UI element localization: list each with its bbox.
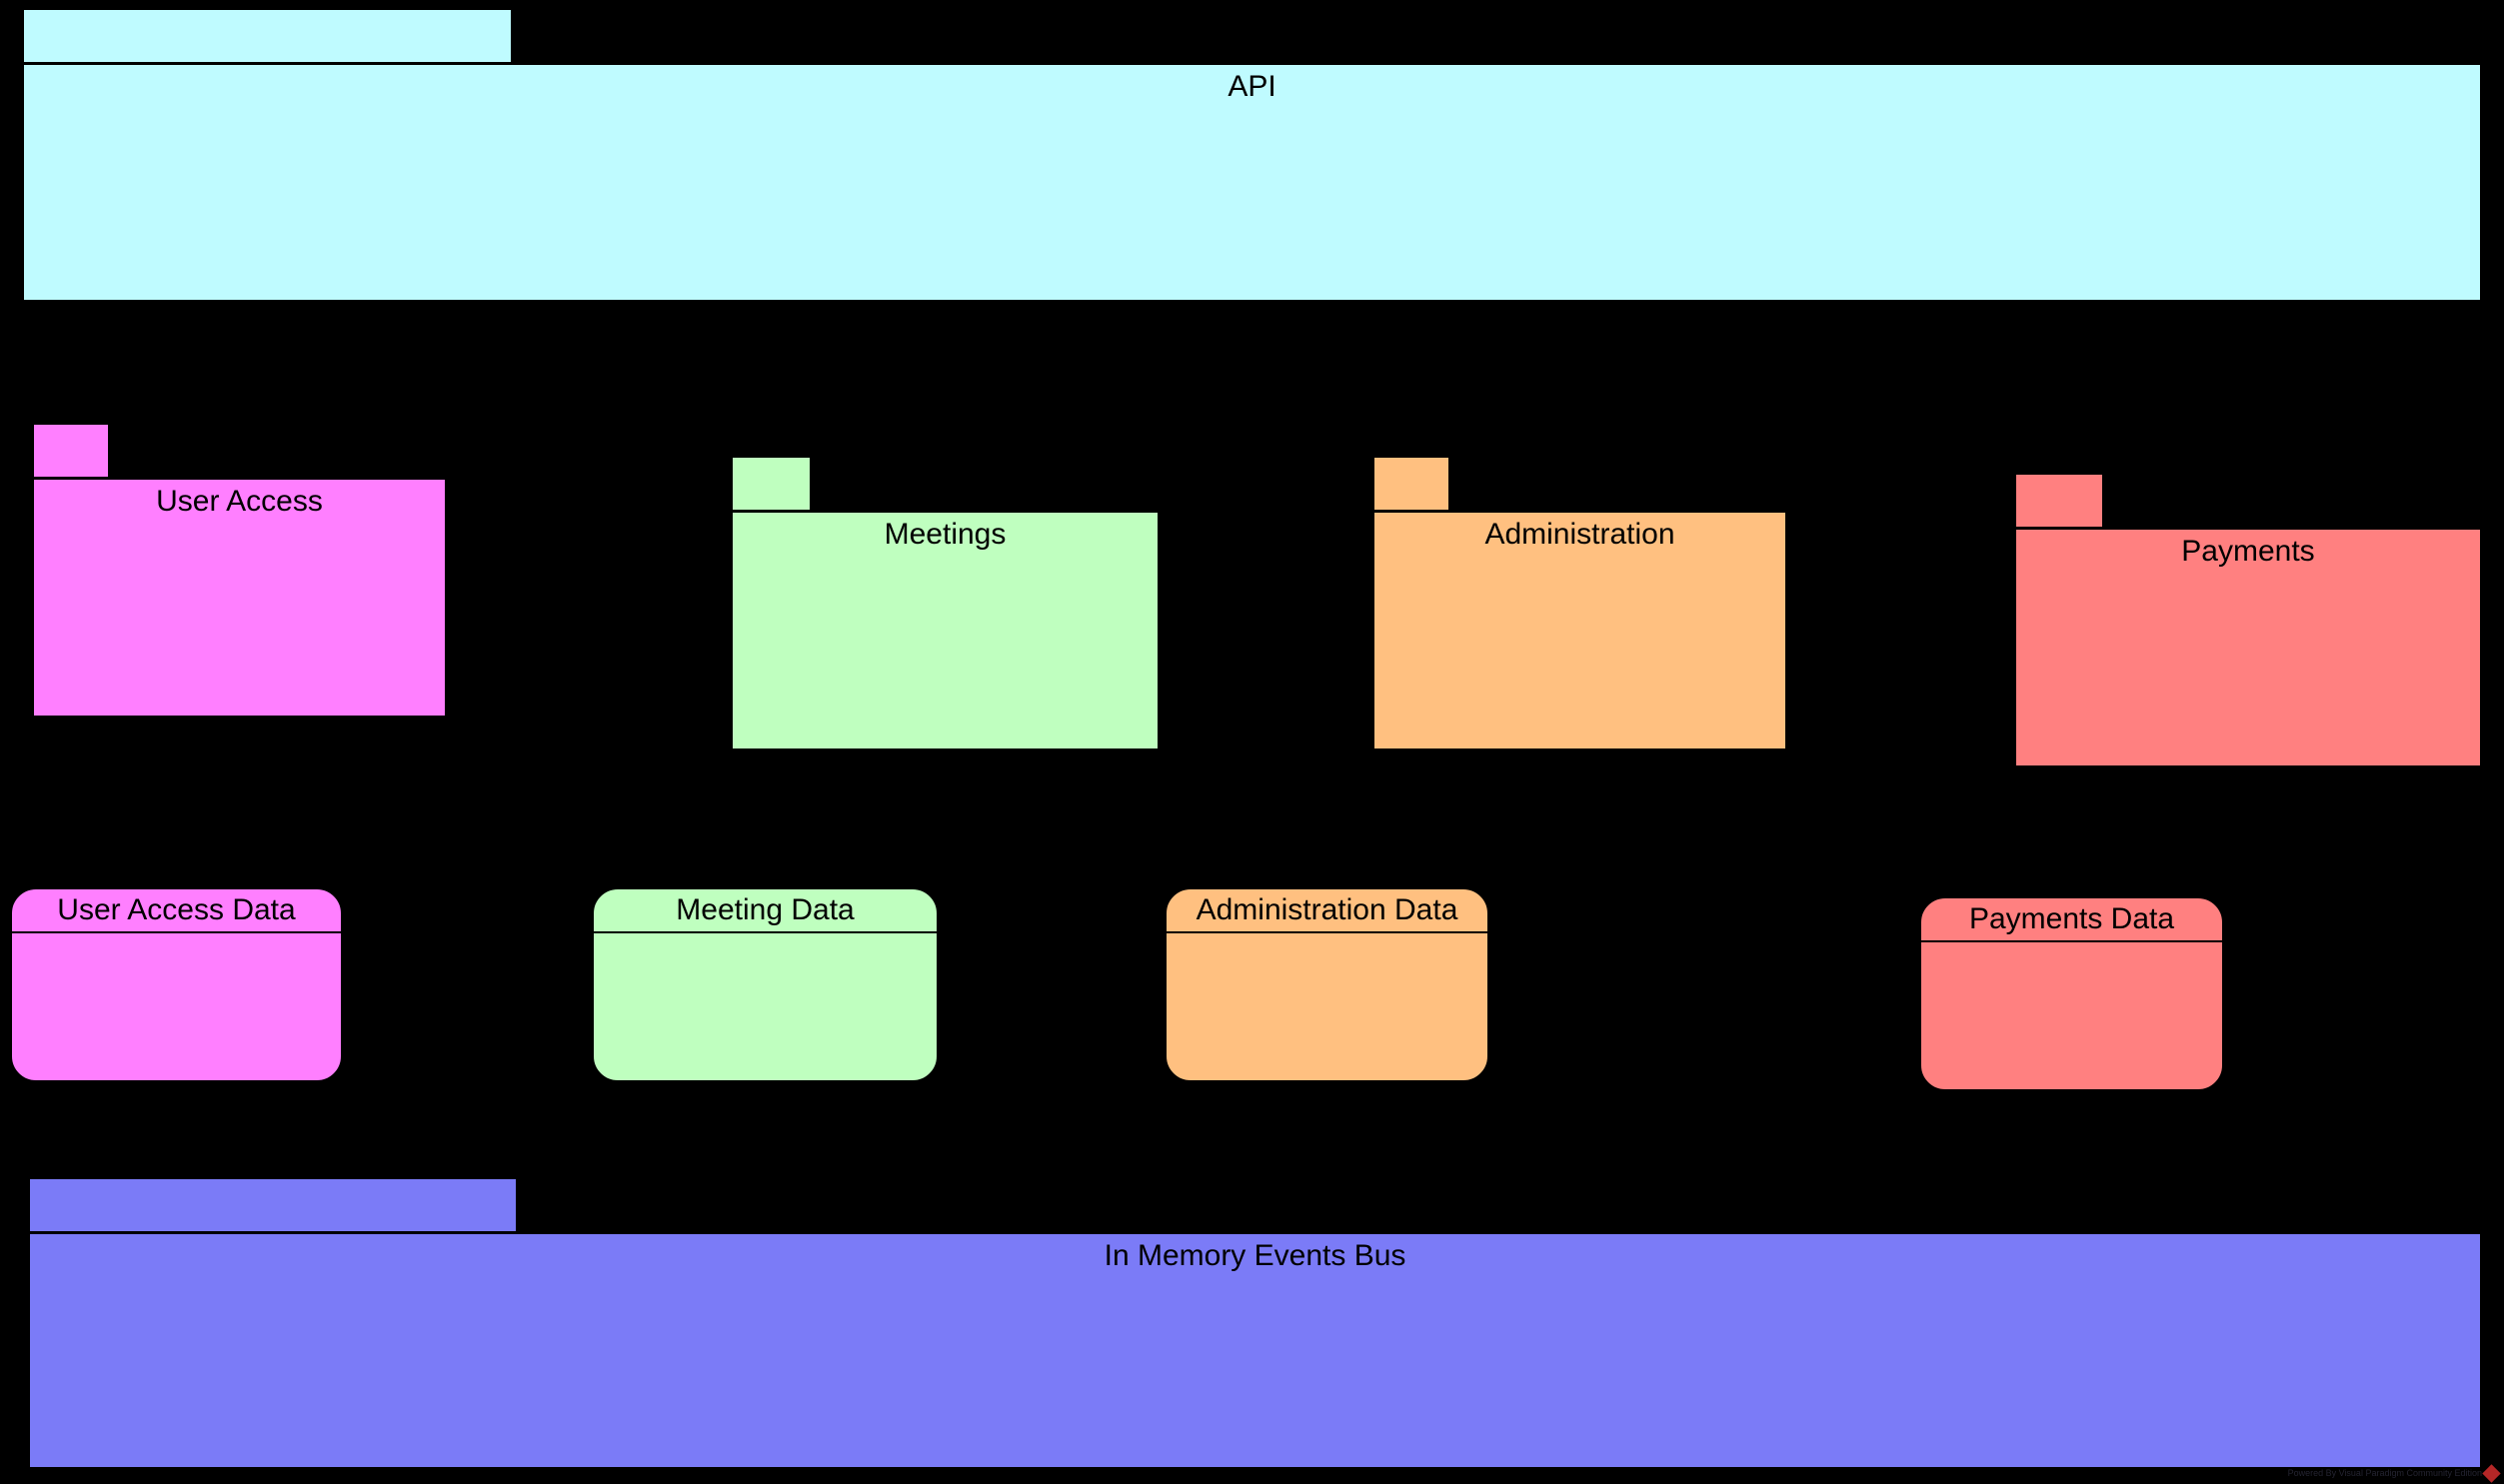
package-tab-user-access [32,423,110,479]
package-tab-administration [1372,456,1450,512]
package-tab-api [22,8,513,64]
watermark: Powered By Visual Paradigm Community Edi… [2287,1464,2501,1483]
package-title-administration: Administration [1484,518,1675,551]
package-title-meetings: Meetings [884,518,1007,551]
datastore-meeting-data[interactable]: Meeting Data [592,887,939,1082]
package-body-administration [1372,511,1787,750]
datastore-body-user-access-data [12,933,341,1080]
package-body-user-access [32,478,447,718]
datastore-body-payments-data [1921,942,2222,1089]
datastore-title-administration-data: Administration Data [1167,889,1487,933]
package-tab-payments [2014,473,2104,529]
package-administration[interactable]: Administration [1372,456,1787,750]
package-body-api [22,63,2482,302]
package-body-in-memory-events-bus [28,1232,2482,1469]
datastore-user-access-data[interactable]: User Access Data [10,887,343,1082]
package-api[interactable]: API [22,8,2482,302]
diamond-icon [2482,1464,2501,1483]
package-body-payments [2014,528,2482,767]
package-title-in-memory-events-bus: In Memory Events Bus [1104,1239,1406,1272]
datastore-administration-data[interactable]: Administration Data [1165,887,1489,1082]
datastore-body-administration-data [1167,933,1487,1080]
datastore-title-meeting-data: Meeting Data [594,889,937,933]
package-payments[interactable]: Payments [2014,473,2482,767]
package-body-meetings [731,511,1160,750]
package-meetings[interactable]: Meetings [731,456,1160,750]
datastore-payments-data[interactable]: Payments Data [1919,896,2224,1091]
package-title-api: API [1228,70,1276,103]
datastore-body-meeting-data [594,933,937,1080]
datastore-title-user-access-data: User Access Data [12,889,341,933]
package-tab-meetings [731,456,812,512]
package-tab-in-memory-events-bus [28,1177,518,1233]
datastore-title-payments-data: Payments Data [1921,898,2222,942]
watermark-text: Powered By Visual Paradigm Community Edi… [2287,1468,2482,1478]
package-title-payments: Payments [2181,535,2315,568]
package-title-user-access: User Access [156,485,323,518]
package-in-memory-events-bus[interactable]: In Memory Events Bus [28,1177,2482,1469]
package-user-access[interactable]: User Access [32,423,447,718]
